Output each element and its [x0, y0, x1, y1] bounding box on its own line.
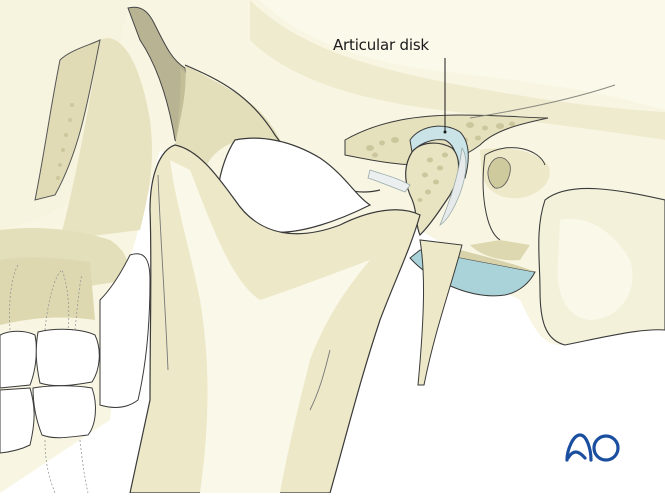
ao-logo — [565, 432, 621, 462]
ao-logo-icon — [565, 433, 620, 462]
articular-disk-label: Articular disk — [333, 36, 429, 54]
